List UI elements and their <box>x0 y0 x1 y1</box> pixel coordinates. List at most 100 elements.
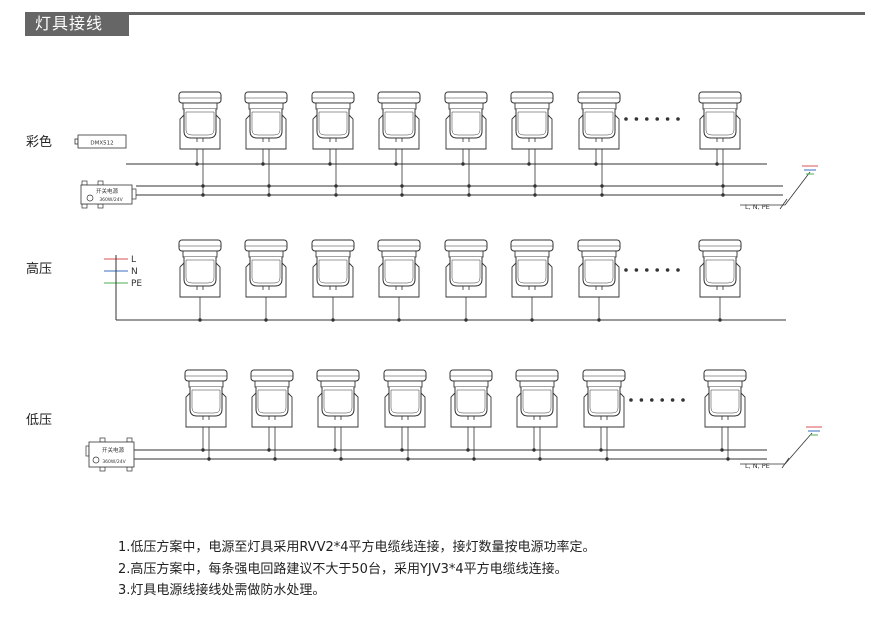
psu-spec-low: 360W/24V <box>102 459 126 465</box>
fixture-body <box>703 257 737 287</box>
header-bar: 灯具接线 <box>25 12 865 36</box>
power-supply-low: 开关电源 360W/24V <box>85 437 135 472</box>
fixture-body <box>587 387 621 417</box>
fixture-body <box>321 387 355 417</box>
fixture-bracket <box>312 114 354 150</box>
fixture-bracket <box>378 114 420 150</box>
fixture-body <box>249 109 283 139</box>
fixture-collar <box>182 102 218 110</box>
fixture-body <box>183 257 217 287</box>
junction-dot <box>720 448 724 452</box>
fixture-collar <box>586 380 622 388</box>
fixture-cap <box>510 91 554 104</box>
fixture-collar <box>320 380 356 388</box>
junction-dot <box>328 162 332 166</box>
junction-dot <box>331 318 335 322</box>
junction-dot <box>207 457 211 461</box>
wire-label-pe: PE <box>131 279 142 289</box>
fixture-cap <box>178 239 222 252</box>
fixture-bracket <box>317 392 359 428</box>
junction-dot <box>527 162 531 166</box>
junction-dot <box>530 318 534 322</box>
fixture-collar <box>248 250 284 258</box>
terminal-lead <box>784 171 811 206</box>
terminal-label-color: L, N, PE <box>745 203 770 211</box>
fixture-body <box>255 387 289 417</box>
notes: 1.低压方案中，电源至灯具采用RVV2*4平方电缆线连接，接灯数量按电源功率定。… <box>118 537 596 602</box>
fixture-collar <box>381 102 417 110</box>
fixture-collar <box>448 102 484 110</box>
junction-dot <box>726 457 730 461</box>
junction-dot <box>718 318 722 322</box>
fixture-body <box>582 257 616 287</box>
psu-title-low: 开关电源 <box>102 446 125 454</box>
fan-icon <box>92 456 100 464</box>
fixture-collar <box>514 102 550 110</box>
fixture-bracket <box>516 392 558 428</box>
note-2: 2.高压方案中，每条强电回路建议不大于50台，采用YJV3*4平方电缆线连接。 <box>118 561 568 577</box>
junction-dot <box>334 193 338 197</box>
junction-dot <box>397 318 401 322</box>
junction-dot <box>467 193 471 197</box>
section-label-low: 低压 <box>26 413 52 428</box>
fixture-collar <box>315 250 351 258</box>
fixture-body <box>183 109 217 139</box>
fixture-body <box>382 257 416 287</box>
fixture-collar <box>182 250 218 258</box>
fixture-collar <box>702 250 738 258</box>
junction-dot <box>594 162 598 166</box>
fixture-cap <box>178 91 222 104</box>
fixture-body <box>189 387 223 417</box>
section-low-voltage: 低压 开关电源 360W/24V L, N, PE <box>26 413 770 472</box>
controller-port <box>74 138 79 145</box>
junction-dot <box>605 457 609 461</box>
fixture-body <box>382 109 416 139</box>
section-label-color: 彩色 <box>26 134 52 150</box>
light-fixture <box>698 91 742 150</box>
fixture-cap <box>377 91 421 104</box>
fan-icon <box>86 194 94 202</box>
fixture-body <box>454 387 488 417</box>
junction-dot <box>715 162 719 166</box>
fixture-collar <box>702 102 738 110</box>
terminal-label-low: L, N, PE <box>745 462 770 470</box>
section-high-voltage: 高压 L N PE <box>26 255 142 289</box>
fixture-cap <box>698 91 742 104</box>
fixture-body <box>316 257 350 287</box>
light-fixture <box>577 239 621 298</box>
junction-dot <box>533 184 537 188</box>
fixture-collar <box>315 102 351 110</box>
power-supply-color: 开关电源 360W/24V <box>80 180 137 209</box>
junction-dot <box>467 184 471 188</box>
fixture-bracket <box>179 114 221 150</box>
junction-dot <box>464 318 468 322</box>
junction-dot <box>466 448 470 452</box>
fixture-cap <box>703 369 747 382</box>
ground-icon <box>806 426 822 436</box>
junction-dot <box>600 193 604 197</box>
fixture-cap <box>510 239 554 252</box>
light-fixture <box>703 369 747 428</box>
fixture-cap <box>250 369 294 382</box>
junction-dot <box>264 318 268 322</box>
junction-dot <box>394 162 398 166</box>
fixture-collar <box>188 380 224 388</box>
fixture-body <box>520 387 554 417</box>
junction-dot <box>400 184 404 188</box>
junction-dot <box>201 193 205 197</box>
psu-spec-color: 360W/24V <box>99 197 123 203</box>
note-1: 1.低压方案中，电源至灯具采用RVV2*4平方电缆线连接，接灯数量按电源功率定。 <box>118 540 596 555</box>
junction-dot <box>461 162 465 166</box>
junction-dot <box>267 193 271 197</box>
junction-dot <box>400 193 404 197</box>
junction-dot <box>538 457 542 461</box>
light-fixture <box>316 369 360 428</box>
fixture-cap <box>577 91 621 104</box>
light-fixture <box>510 91 554 150</box>
fixture-bracket <box>185 392 227 428</box>
fixture-cap <box>515 369 559 382</box>
junction-dot <box>721 193 725 197</box>
ellipsis-layer <box>624 117 685 402</box>
fixture-collar <box>707 380 743 388</box>
